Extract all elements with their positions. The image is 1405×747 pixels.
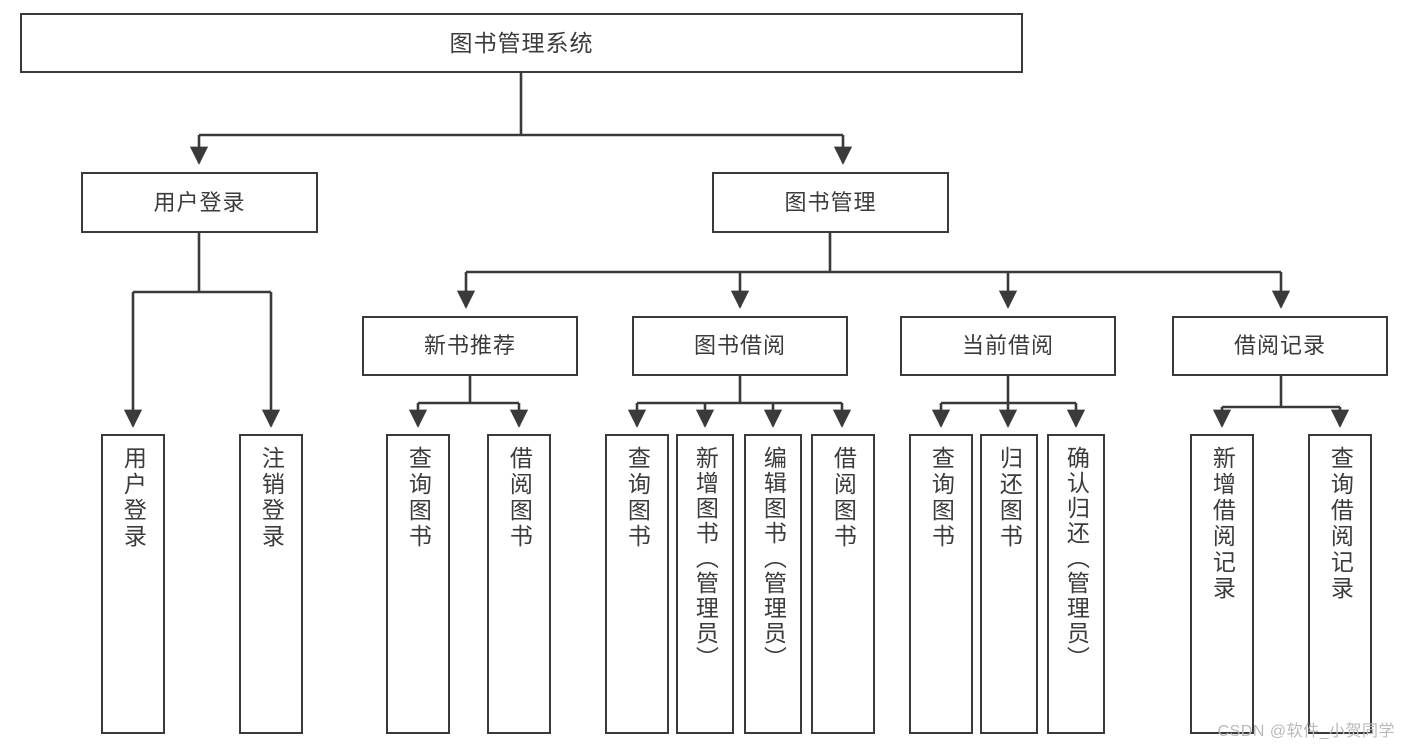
node-new-book-recommendation[interactable]: 新书推荐 [362, 316, 578, 376]
node-book-borrow[interactable]: 图书借阅 [632, 316, 848, 376]
leaf-user-login[interactable]: 用户登录 [101, 434, 165, 734]
node-label: 用户登录 [120, 446, 147, 550]
node-current-borrow[interactable]: 当前借阅 [900, 316, 1116, 376]
node-label: 新增借阅记录 [1209, 446, 1236, 602]
leaf-borrow-book-recommend[interactable]: 借阅图书 [487, 434, 551, 734]
node-label: 图书管理系统 [449, 29, 594, 56]
leaf-query-borrow-record[interactable]: 查询借阅记录 [1308, 434, 1372, 734]
node-user-login[interactable]: 用户登录 [81, 172, 318, 233]
node-root-system[interactable]: 图书管理系统 [20, 13, 1023, 73]
leaf-return-book[interactable]: 归还图书 [980, 434, 1038, 734]
node-label: 新书推荐 [423, 333, 516, 359]
node-borrow-records[interactable]: 借阅记录 [1172, 316, 1388, 376]
node-label: 查询图书 [928, 446, 955, 550]
node-label: 图书管理 [784, 189, 877, 215]
node-label: 编辑图书（管理员） [760, 446, 787, 671]
node-label: 借阅图书 [830, 446, 857, 550]
leaf-confirm-return-admin[interactable]: 确认归还（管理员） [1047, 434, 1105, 734]
node-label: 借阅记录 [1233, 333, 1326, 359]
leaf-edit-book-admin[interactable]: 编辑图书（管理员） [744, 434, 802, 734]
node-label: 查询图书 [624, 446, 651, 550]
leaf-add-borrow-record[interactable]: 新增借阅记录 [1190, 434, 1254, 734]
node-label: 图书借阅 [693, 333, 786, 359]
leaf-add-book-admin[interactable]: 新增图书（管理员） [676, 434, 734, 734]
leaf-query-book-current[interactable]: 查询图书 [909, 434, 973, 734]
leaf-borrow-book[interactable]: 借阅图书 [811, 434, 875, 734]
node-label: 注销登录 [258, 446, 285, 550]
node-book-management[interactable]: 图书管理 [712, 172, 949, 233]
node-label: 当前借阅 [961, 333, 1054, 359]
node-label: 用户登录 [153, 189, 246, 215]
node-label: 查询图书 [405, 446, 432, 550]
node-label: 借阅图书 [506, 446, 533, 550]
node-label: 确认归还（管理员） [1063, 446, 1090, 671]
node-label: 新增图书（管理员） [692, 446, 719, 671]
leaf-query-book-recommend[interactable]: 查询图书 [386, 434, 450, 734]
node-label: 查询借阅记录 [1327, 446, 1354, 602]
leaf-query-book-borrow[interactable]: 查询图书 [605, 434, 669, 734]
leaf-logout[interactable]: 注销登录 [239, 434, 303, 734]
watermark: CSDN @软件_小贺同学 [1217, 723, 1395, 740]
node-label: 归还图书 [996, 446, 1023, 550]
